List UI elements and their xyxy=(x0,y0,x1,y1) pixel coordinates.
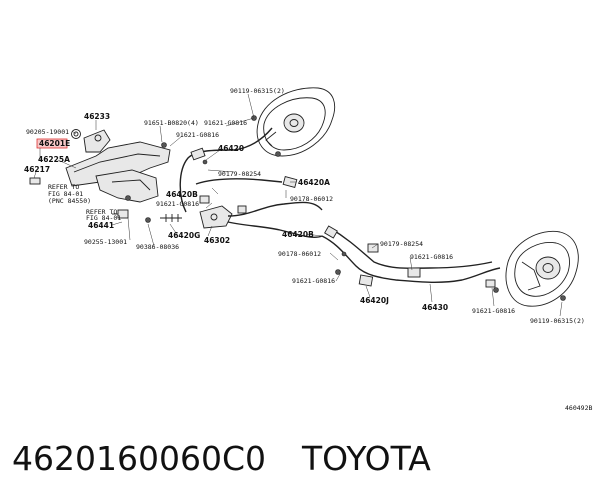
label-3: 91621-G0816 xyxy=(204,119,247,127)
label-5: 91621-G0816 xyxy=(176,131,219,139)
figure-code: 460492B xyxy=(565,404,592,412)
label-24: 90386-08036 xyxy=(136,243,179,251)
label-6-highlighted: 46201E xyxy=(39,139,70,148)
label-16: 90178-06012 xyxy=(290,195,333,203)
label-9: 46217 xyxy=(24,165,50,174)
caption: 4620160060C0 TOYOTA xyxy=(12,433,431,483)
label-15: 46420B xyxy=(166,190,198,199)
label-32: 91621-G0816 xyxy=(472,307,515,315)
label-12: REFER TO xyxy=(48,183,79,191)
label-26: 90179-08254 xyxy=(380,240,423,248)
label-18: FIG 84-01 xyxy=(86,214,121,222)
label-28: 91621-G0816 xyxy=(410,253,453,261)
parking-brake-lever xyxy=(29,129,171,219)
front-cable xyxy=(179,127,298,213)
label-17: REFER TO xyxy=(86,208,117,216)
label-31: 46430 xyxy=(422,303,448,312)
leader-lines xyxy=(33,93,563,317)
part-number: 4620160060C0 xyxy=(12,438,266,478)
label-4: 90205-19001 xyxy=(26,128,69,136)
label-14: (PNC 84550) xyxy=(48,197,91,205)
upper-brake-drum xyxy=(251,87,336,157)
label-11: 46420A xyxy=(298,178,330,187)
label-22: 46420G xyxy=(168,231,200,240)
label-25: 46420B xyxy=(282,230,314,239)
label-19: 91621-G0816 xyxy=(156,200,199,208)
label-33: 90119-06315(2) xyxy=(530,317,585,325)
label-23: 90255-13001 xyxy=(84,238,127,246)
label-30: 46420J xyxy=(360,296,389,305)
part-labels: 90119-06315(2) 46233 91651-B0820(4) 9162… xyxy=(24,87,592,412)
label-27: 90178-06012 xyxy=(278,250,321,258)
label-8: 46225A xyxy=(38,155,70,164)
label-20: 46441 xyxy=(88,221,114,230)
parking-brake-cable-diagram: 90119-06315(2) 46233 91651-B0820(4) 9162… xyxy=(24,87,592,412)
label-1: 46233 xyxy=(84,112,110,121)
lower-brake-drum xyxy=(493,230,579,307)
brand-name: TOYOTA xyxy=(302,438,431,478)
label-13: FIG 84-01 xyxy=(48,190,83,198)
rear-cables xyxy=(321,225,501,288)
label-2: 91651-B0820(4) xyxy=(144,119,199,127)
equalizer xyxy=(145,195,323,239)
label-21: 46302 xyxy=(204,236,230,245)
label-0: 90119-06315(2) xyxy=(230,87,285,95)
highlight-box xyxy=(36,138,68,149)
label-29: 91621-G0816 xyxy=(292,277,335,285)
label-10: 90179-08254 xyxy=(218,170,261,178)
label-7: 46420 xyxy=(218,144,244,153)
